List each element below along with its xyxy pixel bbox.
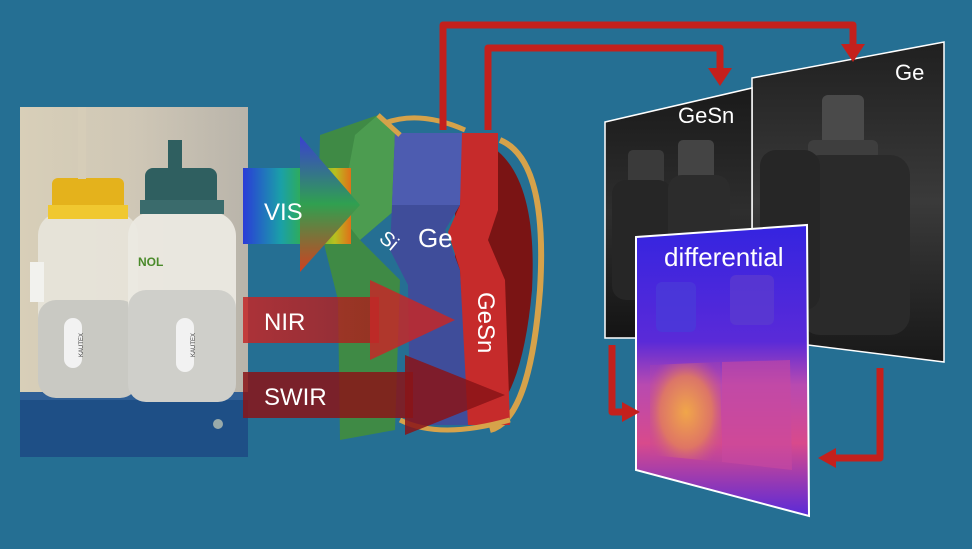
differential-image: differential [635, 223, 811, 518]
signal-arrows [439, 21, 884, 462]
differential-label: differential [664, 242, 784, 272]
vis-beam: VIS [243, 136, 360, 272]
arrow-heads [622, 44, 865, 468]
nir-label: NIR [264, 309, 305, 336]
gesn-label: GeSn [472, 292, 499, 353]
gesn-image-label: GeSn [678, 103, 734, 128]
arrow-ge-to-differential [832, 368, 884, 462]
arrow-gesn-to-differential [608, 345, 624, 416]
arrow-gesn-to-gesn-image [484, 44, 724, 130]
brand-label-2: KAUTEX [191, 333, 197, 357]
gesn-layer [448, 133, 510, 425]
ge-image-label: Ge [895, 60, 924, 85]
nir-beam: NIR [243, 280, 455, 360]
ge-label: Ge [418, 223, 453, 253]
bottle-photo: KAUTEX NOL KAUTEX [20, 107, 248, 457]
ge-layer [390, 133, 470, 425]
vis-label: VIS [264, 199, 303, 226]
swir-beam: SWIR [243, 355, 505, 435]
brand-label-1: KAUTEX [79, 333, 85, 357]
swir-label: SWIR [264, 384, 327, 411]
bottle-label-partial: NOL [138, 255, 163, 269]
arrow-ge-to-ge-image [439, 21, 857, 130]
